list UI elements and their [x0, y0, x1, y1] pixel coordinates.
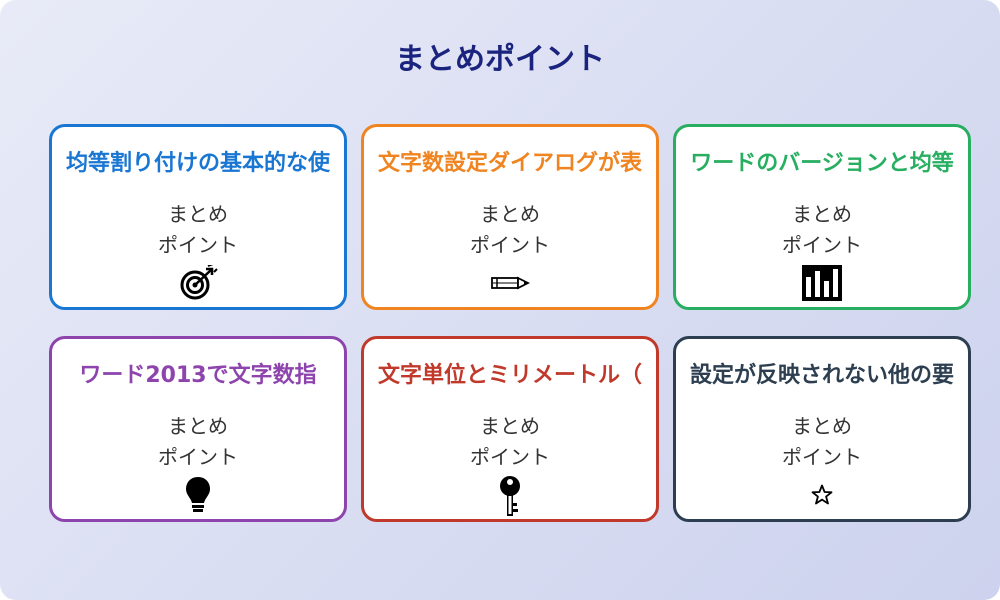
card-title: 文字単位とミリメートル（ — [377, 363, 642, 388]
key-icon — [364, 475, 656, 516]
card-subtitle-line1: まとめ — [480, 202, 540, 226]
card-subtitle: まとめ ポイント — [364, 199, 656, 261]
card-subtitle-line2: ポイント — [470, 233, 550, 257]
card-title: 文字数設定ダイアログが表 — [377, 151, 642, 176]
page-title: まとめポイント — [395, 42, 605, 77]
card-title: ワードのバージョンと均等 — [690, 151, 954, 176]
card-subtitle-line2: ポイント — [158, 233, 238, 257]
card-subtitle-line1: まとめ — [792, 202, 852, 226]
card-title: ワード2013で文字数指 — [79, 363, 317, 388]
card-character-unit-millimeter: 文字単位とミリメートル（ まとめ ポイント — [361, 336, 659, 522]
lightbulb-icon — [52, 475, 344, 513]
card-even-distribution-basics: 均等割り付けの基本的な使 まとめ ポイント — [49, 124, 347, 310]
card-title: 設定が反映されない他の要 — [689, 363, 954, 388]
card-subtitle: まとめ ポイント — [52, 411, 344, 473]
card-other-factors: 設定が反映されない他の要 まとめ ポイント — [673, 336, 971, 522]
pencil-icon — [364, 263, 656, 301]
card-title: 均等割り付けの基本的な使 — [65, 151, 330, 176]
card-subtitle: まとめ ポイント — [52, 199, 344, 261]
card-word2013-character-count: ワード2013で文字数指 まとめ ポイント — [49, 336, 347, 522]
card-subtitle-line1: まとめ — [168, 202, 228, 226]
card-subtitle-line1: まとめ — [480, 414, 540, 438]
card-subtitle-line2: ポイント — [782, 233, 862, 257]
card-subtitle-line1: まとめ — [792, 414, 852, 438]
card-subtitle-line2: ポイント — [158, 445, 238, 469]
star-icon — [676, 475, 968, 513]
card-subtitle-line2: ポイント — [470, 445, 550, 469]
card-subtitle: まとめ ポイント — [676, 411, 968, 473]
card-subtitle: まとめ ポイント — [676, 199, 968, 261]
card-subtitle-line2: ポイント — [782, 445, 862, 469]
card-word-version: ワードのバージョンと均等 まとめ ポイント — [673, 124, 971, 310]
target-icon — [52, 263, 344, 301]
bar-chart-icon — [676, 263, 968, 301]
card-subtitle: まとめ ポイント — [364, 411, 656, 473]
card-subtitle-line1: まとめ — [168, 414, 228, 438]
card-character-count-dialog: 文字数設定ダイアログが表 まとめ ポイント — [361, 124, 659, 310]
